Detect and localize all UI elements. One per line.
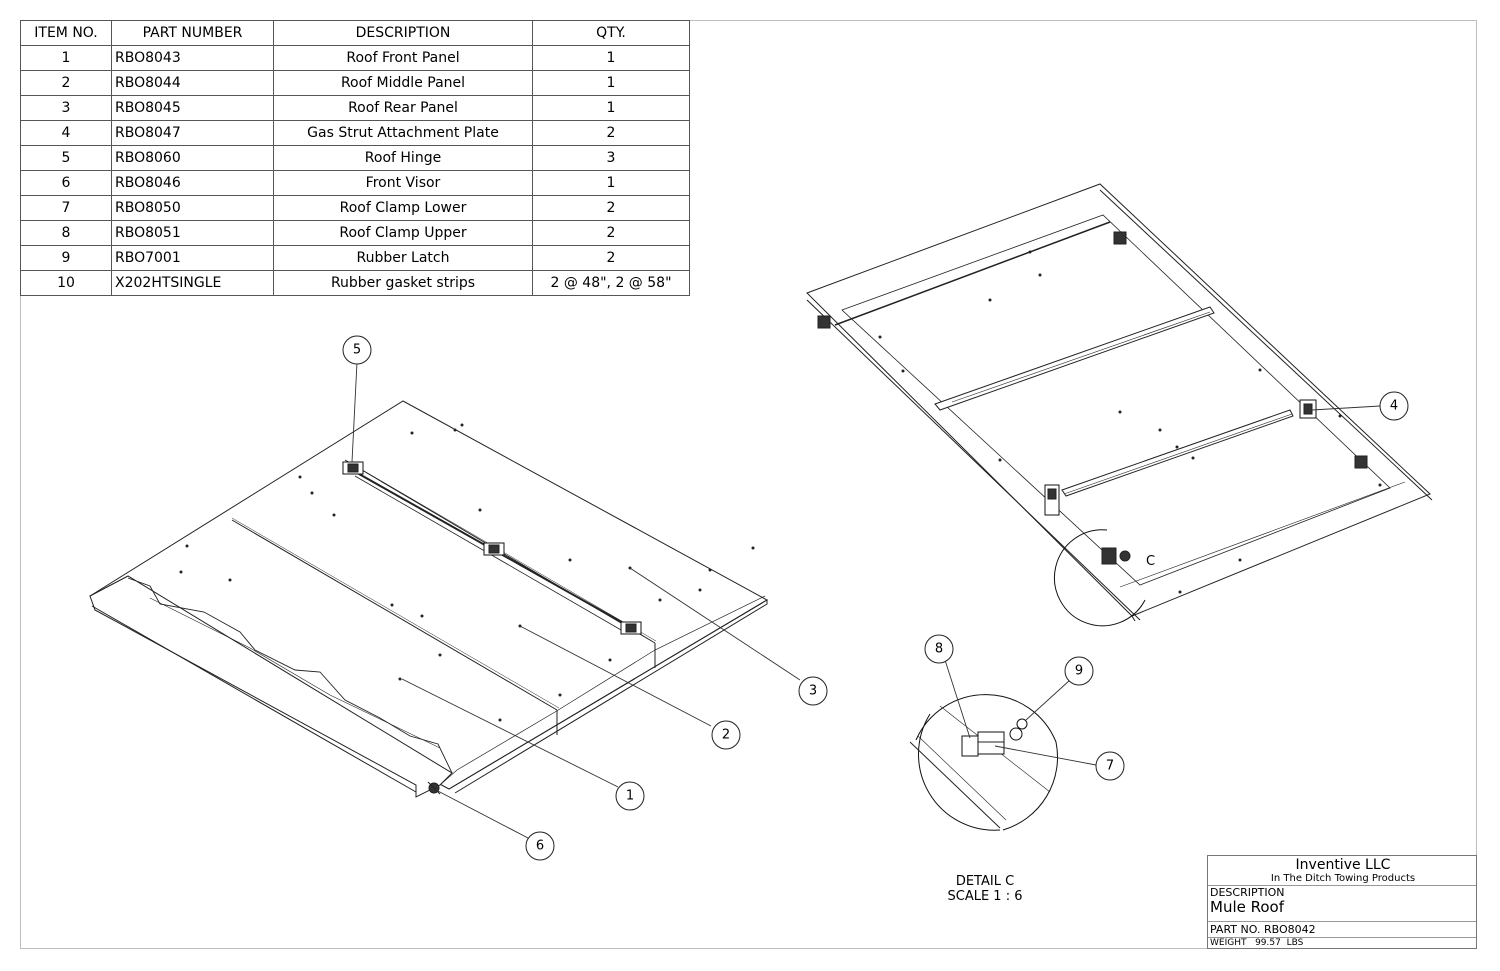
bom-item-no: 6 bbox=[20, 170, 112, 196]
front-visor bbox=[89, 575, 453, 798]
gas-strut-plate bbox=[1299, 399, 1317, 419]
bom-item-no: 7 bbox=[20, 195, 112, 221]
bom-qty: 1 bbox=[532, 95, 690, 121]
rear-view-roof: C bbox=[806, 183, 1433, 627]
balloon-3-label: 3 bbox=[809, 684, 817, 699]
weight-unit: LBS bbox=[1286, 938, 1304, 948]
balloon-7-label: 7 bbox=[1106, 759, 1114, 774]
balloon-5-label: 5 bbox=[353, 343, 361, 358]
detail-c-caption: DETAIL C SCALE 1 : 6 bbox=[930, 874, 1040, 904]
balloon-2: 2 bbox=[711, 720, 741, 750]
detail-c-title: DETAIL C bbox=[955, 874, 1015, 889]
roof-hinge bbox=[483, 542, 505, 556]
mounting-holes bbox=[878, 250, 1382, 594]
roof-hinge bbox=[342, 461, 364, 475]
description-label: DESCRIPTION bbox=[1210, 886, 1285, 899]
balloon-3: 3 bbox=[798, 676, 828, 706]
bom-part-number: X202HTSINGLE bbox=[111, 270, 274, 296]
bom-description: Gas Strut Attachment Plate bbox=[273, 120, 533, 146]
bom-qty: 2 @ 48", 2 @ 58" bbox=[532, 270, 690, 296]
bom-qty: 2 bbox=[532, 120, 690, 146]
bom-description: Front Visor bbox=[273, 170, 533, 196]
bom-qty: 3 bbox=[532, 145, 690, 171]
part-no-value: RBO8042 bbox=[1263, 923, 1316, 936]
gas-strut-plate bbox=[1044, 484, 1060, 516]
bom-description: Rubber gasket strips bbox=[273, 270, 533, 296]
weight-label: WEIGHT bbox=[1210, 938, 1247, 948]
bom-description: Roof Rear Panel bbox=[273, 95, 533, 121]
roof-clamp-assembly bbox=[961, 718, 1028, 757]
balloon-6: 6 bbox=[525, 831, 555, 861]
balloon-7: 7 bbox=[1095, 751, 1125, 781]
title-block-part-number: PART NO. RBO8042 bbox=[1208, 922, 1476, 938]
balloon-8: 8 bbox=[924, 634, 954, 664]
bom-item-no: 3 bbox=[20, 95, 112, 121]
balloon-6-label: 6 bbox=[536, 839, 544, 854]
balloon-4-label: 4 bbox=[1390, 399, 1398, 414]
balloon-9: 9 bbox=[1064, 656, 1094, 686]
detail-c-marker: C bbox=[1053, 529, 1155, 627]
leader-lines bbox=[351, 361, 1381, 839]
bom-part-number: RBO8043 bbox=[111, 45, 274, 71]
roof-top-surface bbox=[89, 400, 769, 790]
bom-header-description: DESCRIPTION bbox=[273, 20, 533, 46]
balloon-1: 1 bbox=[615, 781, 645, 811]
title-block-weight: WEIGHT 99.57 LBS bbox=[1208, 938, 1476, 949]
bom-description: Roof Hinge bbox=[273, 145, 533, 171]
bom-part-number: RBO8045 bbox=[111, 95, 274, 121]
balloon-8-label: 8 bbox=[935, 642, 943, 657]
sheet-border bbox=[20, 20, 1477, 949]
title-block-company: Inventive LLC In The Ditch Towing Produc… bbox=[1208, 856, 1476, 886]
title-block-description: DESCRIPTION Mule Roof bbox=[1208, 886, 1476, 922]
bom-description: Roof Clamp Upper bbox=[273, 220, 533, 246]
company-name: Inventive LLC bbox=[1295, 857, 1391, 873]
seam-front-middle bbox=[231, 519, 558, 711]
balloon-4: 4 bbox=[1379, 391, 1409, 421]
company-subtitle: In The Ditch Towing Products bbox=[1270, 873, 1416, 884]
bom-description: Roof Clamp Lower bbox=[273, 195, 533, 221]
balloon-9-label: 9 bbox=[1075, 664, 1083, 679]
balloon-5: 5 bbox=[342, 335, 372, 365]
balloon-2-label: 2 bbox=[722, 728, 730, 743]
roof-hinge bbox=[620, 621, 642, 635]
bom-item-no: 4 bbox=[20, 120, 112, 146]
detail-c-scale: SCALE 1 : 6 bbox=[947, 889, 1023, 904]
bom-item-no: 10 bbox=[20, 270, 112, 296]
bom-description: Rubber Latch bbox=[273, 245, 533, 271]
bom-qty: 2 bbox=[532, 245, 690, 271]
description-value: Mule Roof bbox=[1210, 898, 1284, 916]
bom-part-number: RBO8044 bbox=[111, 70, 274, 96]
detail-c-view bbox=[909, 694, 1059, 831]
bom-item-no: 8 bbox=[20, 220, 112, 246]
part-no-label: PART NO. bbox=[1210, 923, 1261, 936]
balloon-1-label: 1 bbox=[626, 789, 634, 804]
mounting-holes bbox=[179, 423, 755, 722]
title-block: Inventive LLC In The Ditch Towing Produc… bbox=[1207, 855, 1477, 949]
bom-description: Roof Front Panel bbox=[273, 45, 533, 71]
latch-bracket bbox=[817, 231, 1368, 469]
weight-value: 99.57 bbox=[1255, 938, 1281, 948]
front-view-roof bbox=[89, 400, 769, 798]
detail-c-letter: C bbox=[1146, 554, 1155, 569]
bom-qty: 1 bbox=[532, 70, 690, 96]
